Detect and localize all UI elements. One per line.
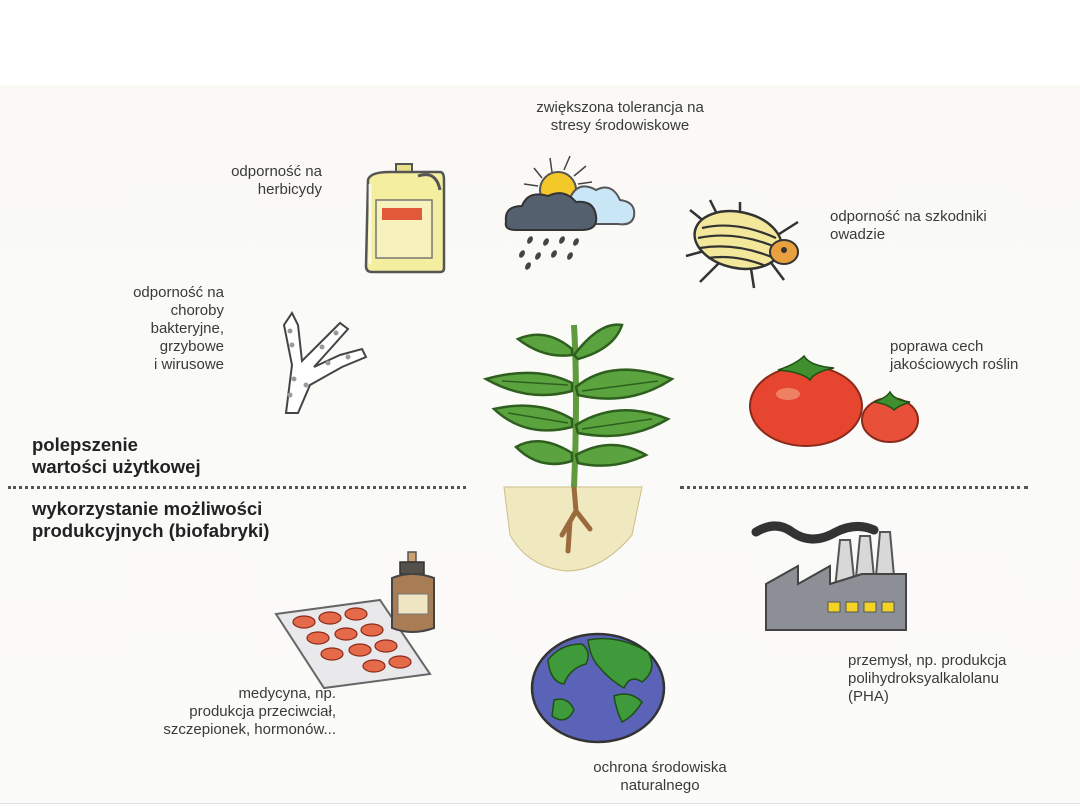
quality-label: poprawa cech jakościowych roślin [890, 338, 1019, 373]
beetle-icon [685, 199, 799, 289]
factory-icon [751, 521, 907, 631]
bottom-divider [0, 803, 1080, 804]
herbicides-label: odporność na herbicydy [231, 163, 322, 198]
fungus-hyphae-icon [282, 311, 368, 414]
plant-icon [482, 323, 675, 572]
diseases-label: odporność na choroby bakteryjne, grzybow… [133, 284, 224, 373]
pills-bottle-icon [274, 551, 435, 690]
canister-icon [364, 163, 446, 274]
separator-right [680, 486, 1028, 489]
sun-cloud-rain-icon [504, 155, 636, 270]
environment-label: ochrona środowiska naturalnego [593, 759, 727, 794]
section-top-title: polepszenie wartości użytkowej [32, 434, 201, 477]
section-bottom-title: wykorzystanie możliwości produkcyjnych (… [32, 498, 270, 541]
pests-label: odporność na szkodniki owadzie [830, 208, 987, 243]
medicine-label: medycyna, np. produkcja przeciwciał, szc… [163, 685, 336, 738]
industry-label: przemysł, np. produkcja polihydroksyalka… [848, 652, 1007, 705]
separator-left [8, 486, 466, 489]
stress-label: zwiększona tolerancja na stresy środowis… [536, 99, 704, 134]
globe-icon [530, 632, 666, 744]
tomato-icon [749, 354, 919, 447]
